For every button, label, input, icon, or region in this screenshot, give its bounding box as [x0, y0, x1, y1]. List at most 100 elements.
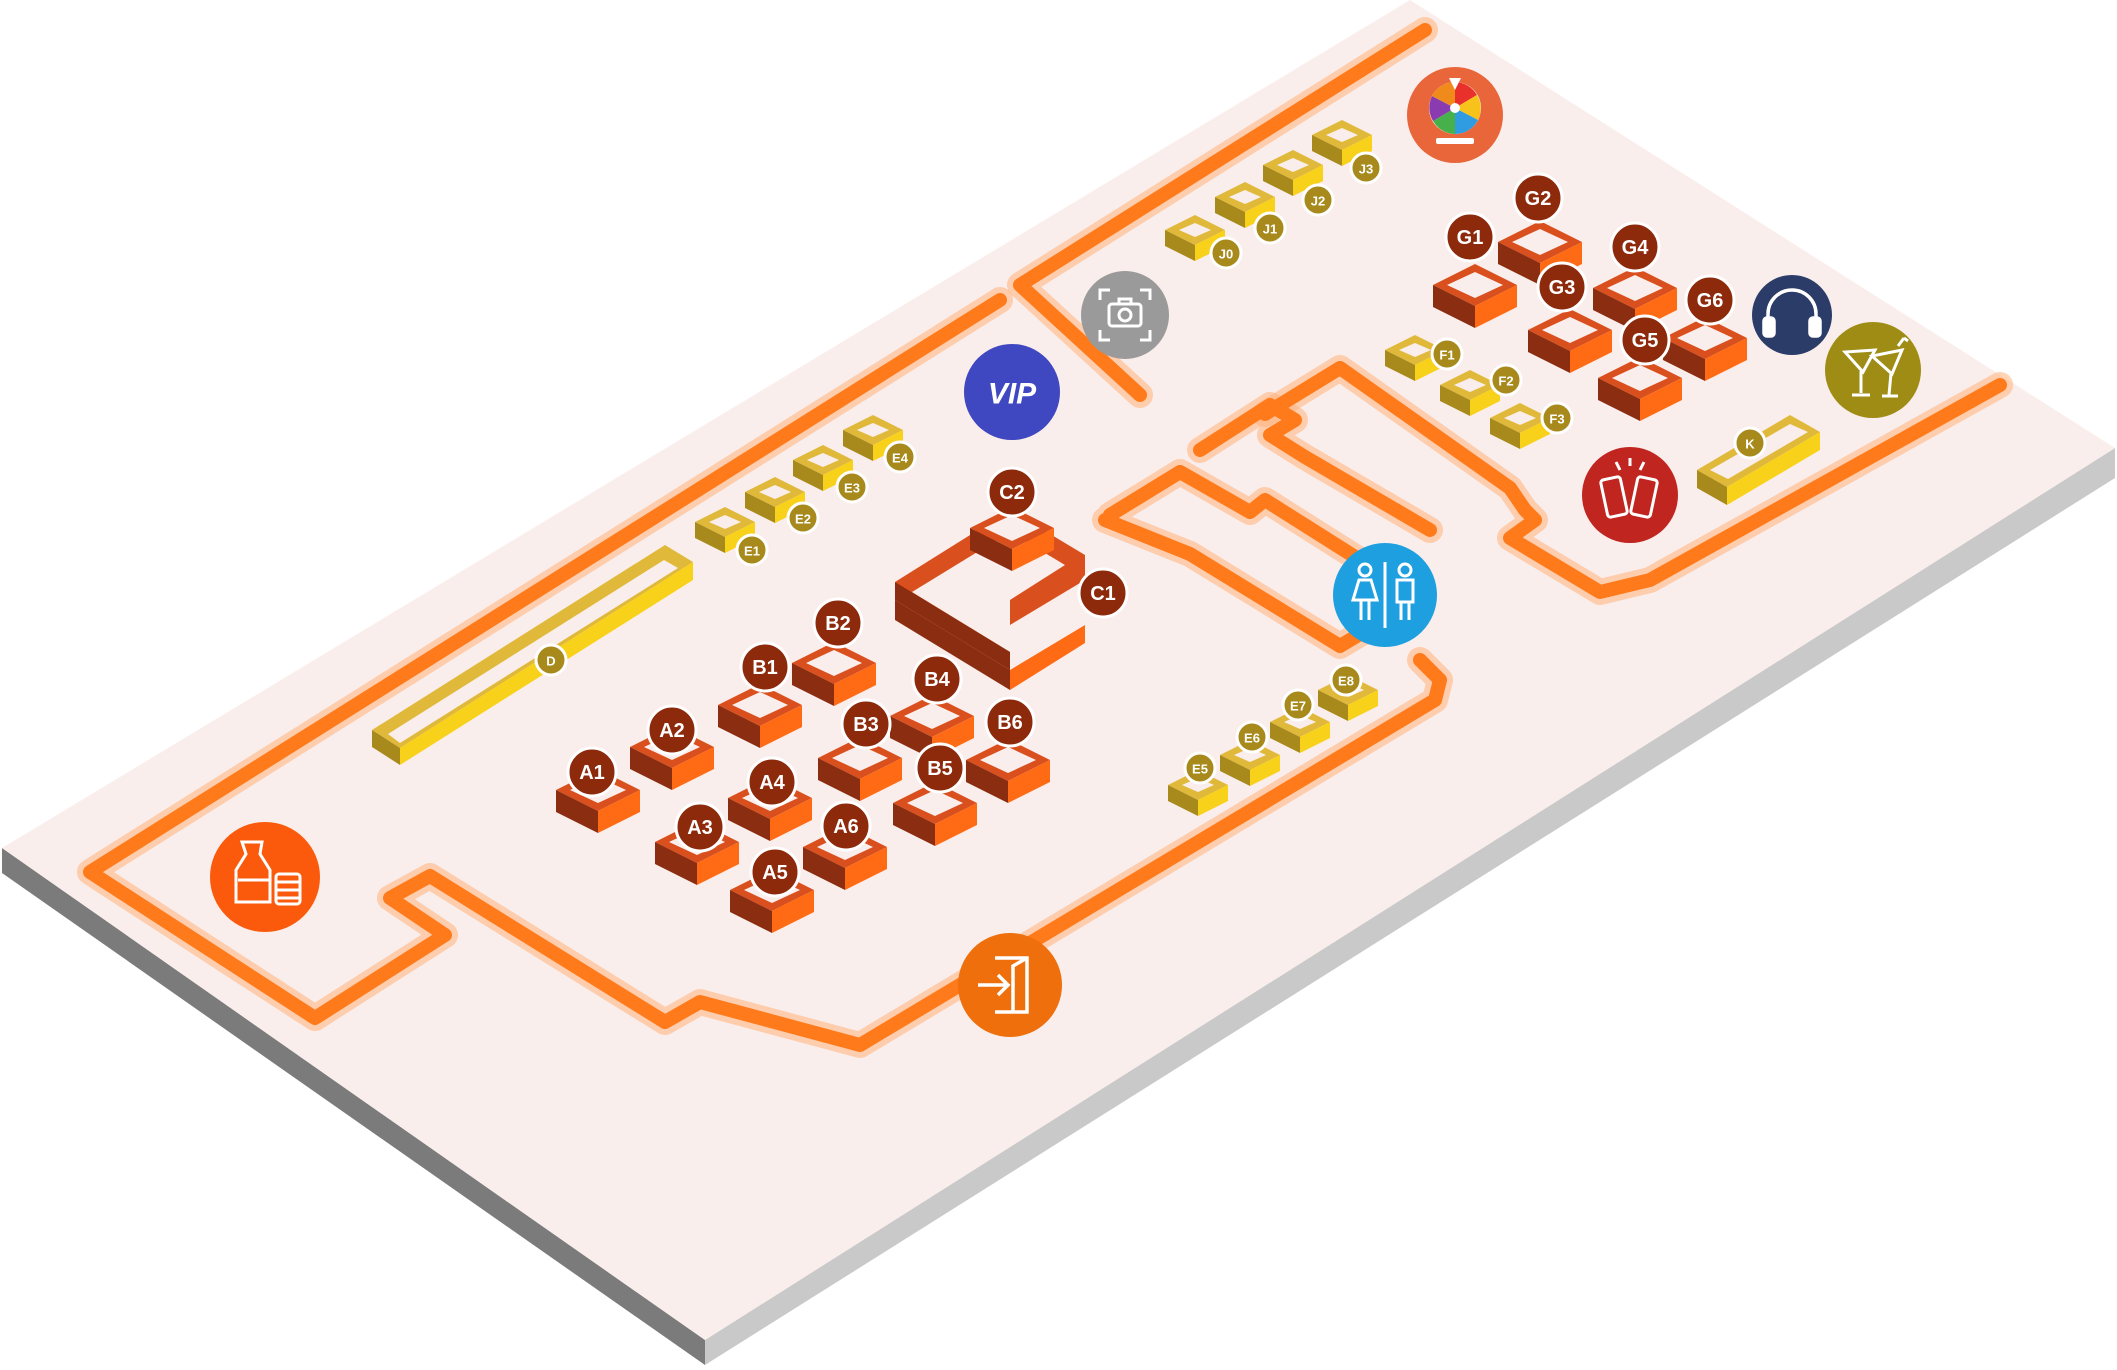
prize-wheel-spot[interactable] [1407, 67, 1503, 163]
table-inner [709, 515, 741, 529]
table-side-right [873, 430, 903, 461]
table-side-left [895, 582, 1010, 670]
marker-label: G5 [1632, 330, 1659, 352]
marker-label: G6 [1697, 290, 1724, 312]
photo-spot[interactable] [1081, 271, 1169, 359]
marker-a4[interactable]: A4 [746, 756, 798, 808]
marker-b2[interactable]: B2 [812, 597, 864, 649]
marker-g1[interactable]: G1 [1444, 211, 1496, 263]
marker-b1[interactable]: B1 [739, 641, 791, 693]
marker-g4[interactable]: G4 [1609, 221, 1661, 273]
marker-g3[interactable]: G3 [1536, 261, 1588, 313]
table-side-left [1593, 288, 1635, 331]
cocktail-bar[interactable] [1825, 322, 1921, 418]
marker-c1[interactable]: C1 [1077, 567, 1129, 619]
marker-circle [1536, 261, 1588, 313]
marker-e1[interactable]: E1 [735, 533, 769, 567]
marker-label: E2 [795, 512, 811, 527]
marker-circle [986, 466, 1038, 518]
marker-j0[interactable]: J0 [1209, 236, 1243, 270]
table-inner [1542, 317, 1598, 343]
table-e2[interactable] [745, 477, 805, 523]
marker-b3[interactable]: B3 [840, 698, 892, 750]
table-e3[interactable] [793, 445, 853, 491]
table-g4[interactable] [1593, 267, 1677, 331]
table-j3[interactable] [1312, 120, 1372, 166]
marker-label: E4 [892, 451, 909, 466]
marker-b5[interactable]: B5 [914, 742, 966, 794]
table-j1[interactable] [1215, 182, 1275, 228]
table-b3[interactable] [818, 737, 902, 801]
table-e4[interactable] [843, 415, 903, 461]
table-inner [857, 423, 889, 437]
marker-e6[interactable]: E6 [1235, 720, 1269, 754]
table-b1[interactable] [718, 684, 802, 748]
table-b4[interactable] [890, 695, 974, 759]
marker-g5[interactable]: G5 [1619, 314, 1671, 366]
marker-e3[interactable]: E3 [835, 470, 869, 504]
table-side-left [818, 758, 860, 801]
marker-g2[interactable]: G2 [1512, 172, 1564, 224]
marker-b6[interactable]: B6 [984, 696, 1036, 748]
marker-e8[interactable]: E8 [1329, 663, 1363, 697]
table-b5[interactable] [893, 782, 977, 846]
table-side-left [1663, 338, 1705, 381]
table-e6[interactable] [1220, 740, 1280, 786]
marker-d[interactable]: D [534, 643, 568, 677]
marker-f1[interactable]: F1 [1430, 337, 1464, 371]
marker-circle [1077, 567, 1129, 619]
marker-circle [674, 801, 726, 853]
table-side-right [860, 758, 902, 801]
marker-j2[interactable]: J2 [1301, 183, 1335, 217]
table-j0[interactable] [1165, 215, 1225, 261]
table-j2[interactable] [1263, 150, 1323, 196]
table-f1[interactable] [1385, 335, 1445, 381]
marker-circle [1609, 221, 1661, 273]
marker-circle [1619, 314, 1671, 366]
vip-area[interactable]: VIP [964, 344, 1060, 440]
headphones-badge [1752, 275, 1832, 355]
restroom[interactable] [1333, 543, 1437, 647]
table-f2[interactable] [1440, 370, 1500, 416]
marker-e5[interactable]: E5 [1183, 751, 1217, 785]
headphones-icon [1762, 288, 1822, 338]
bottle-bar[interactable] [210, 822, 320, 932]
table-b2[interactable] [792, 642, 876, 706]
marker-j1[interactable]: J1 [1253, 211, 1287, 245]
entrance[interactable] [958, 933, 1062, 1037]
table-g6[interactable] [1663, 317, 1747, 381]
marker-e2[interactable]: E2 [786, 501, 820, 535]
marker-circle [735, 533, 769, 567]
marker-g6[interactable]: G6 [1684, 274, 1736, 326]
table-g3[interactable] [1528, 309, 1612, 373]
table-e1[interactable] [695, 507, 755, 553]
table-inner [1229, 190, 1261, 204]
table-side-left [843, 430, 873, 461]
marker-a5[interactable]: A5 [749, 846, 801, 898]
marker-a3[interactable]: A3 [674, 801, 726, 853]
marker-a6[interactable]: A6 [820, 800, 872, 852]
drinks-area[interactable] [1582, 447, 1678, 543]
marker-c2[interactable]: C2 [986, 466, 1038, 518]
vip-badge [964, 344, 1060, 440]
headphones-area[interactable] [1752, 275, 1832, 355]
marker-k[interactable]: K [1733, 426, 1767, 460]
table-side-right [1640, 378, 1682, 421]
marker-circle [1684, 274, 1736, 326]
marker-circle [1209, 236, 1243, 270]
table-c2[interactable] [970, 507, 1054, 571]
marker-e7[interactable]: E7 [1281, 688, 1315, 722]
table-g5[interactable] [1598, 357, 1682, 421]
prize-wheel-icon [1429, 78, 1481, 144]
marker-b4[interactable]: B4 [911, 653, 963, 705]
table-side-left [1598, 378, 1640, 421]
marker-e4[interactable]: E4 [883, 440, 917, 474]
marker-f2[interactable]: F2 [1489, 363, 1523, 397]
marker-a2[interactable]: A2 [646, 704, 698, 756]
marker-a1[interactable]: A1 [566, 746, 618, 798]
table-b6[interactable] [966, 739, 1050, 803]
table-side-right [1470, 385, 1500, 416]
marker-j3[interactable]: J3 [1349, 151, 1383, 185]
marker-f3[interactable]: F3 [1540, 401, 1574, 435]
table-g1[interactable] [1433, 264, 1517, 328]
